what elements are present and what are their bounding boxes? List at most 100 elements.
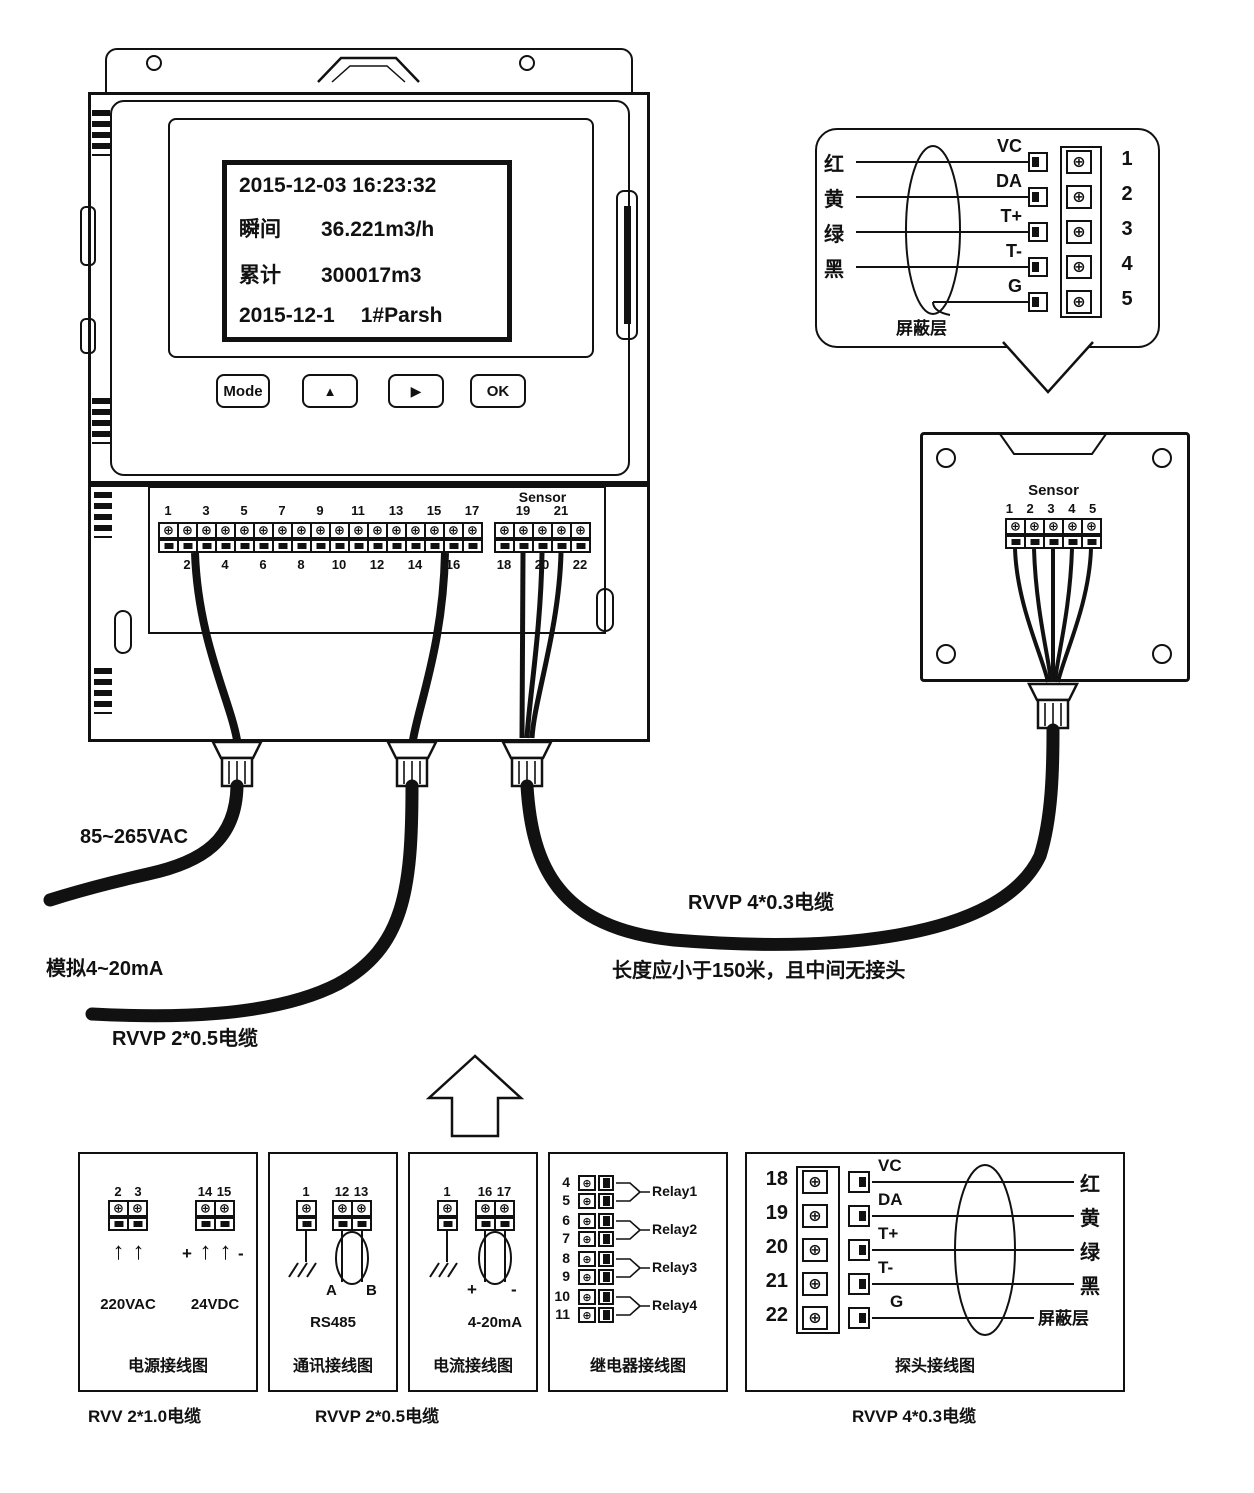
- screw-terminal-icon: [367, 522, 388, 539]
- wire-slot-icon: [272, 539, 293, 553]
- screw-terminal-icon: [291, 522, 312, 539]
- screw-terminal-icon: [329, 522, 350, 539]
- wire-color-label: 红: [1080, 1174, 1100, 1196]
- ok-button[interactable]: OK: [470, 374, 526, 408]
- slot-row: [1005, 535, 1102, 549]
- rs485-a-label: A: [326, 1282, 337, 1299]
- arrow-up-icon: ↑: [199, 1238, 212, 1265]
- screw-terminal-icon: [253, 522, 274, 539]
- screw-terminal-icon: [578, 1251, 596, 1267]
- probe-box-caption: 探头接线图: [894, 1358, 975, 1375]
- display-bezel: [168, 118, 594, 358]
- terminal-number: 21: [553, 503, 569, 518]
- wire-slot-icon: [494, 1217, 515, 1231]
- wire-slot-icon: [253, 539, 274, 553]
- screw-terminal-icon: [1043, 518, 1064, 535]
- terminal-number: 7: [278, 503, 286, 518]
- wire-slot-icon: [494, 539, 515, 553]
- screw-row: [437, 1200, 458, 1217]
- up-button[interactable]: ▲: [302, 374, 358, 408]
- screw-terminal-icon: [1066, 185, 1092, 209]
- minus-sign: -: [511, 1280, 517, 1299]
- plus-sign: +: [182, 1244, 192, 1263]
- comm-cable-type-label: RVVP 2*0.5电缆: [315, 1407, 440, 1426]
- screw-terminal-icon: [802, 1170, 828, 1194]
- wire-slot-icon: [177, 539, 198, 553]
- current-wiring-box: [408, 1152, 538, 1392]
- terminal-number: 5: [1121, 288, 1133, 310]
- terminal-number: 18: [496, 557, 512, 572]
- side-slot-bar: [624, 206, 631, 324]
- screw-terminal-icon: [1066, 290, 1092, 314]
- wire-clamp-icon: [848, 1205, 870, 1227]
- comm-wiring-box: [268, 1152, 398, 1392]
- screw-terminal-icon: [272, 522, 293, 539]
- screw-terminal-icon: [578, 1175, 596, 1191]
- terminal-number: 2: [114, 1184, 122, 1199]
- wire-slot-icon: [551, 539, 572, 553]
- terminal-number: 16: [477, 1184, 493, 1199]
- wire-slot-icon: [291, 539, 312, 553]
- analog-cable: [85, 779, 419, 1023]
- screw-terminal-icon: [214, 1200, 235, 1217]
- terminal-number: 2: [183, 557, 191, 572]
- signal-label: T+: [1000, 206, 1022, 226]
- power-wiring-box: [78, 1152, 258, 1392]
- screw-terminal-icon: [195, 1200, 216, 1217]
- wire-clamp-icon: [598, 1251, 614, 1267]
- wire-slot-icon: [1005, 535, 1026, 549]
- power-cable-label: 85~265VAC: [80, 826, 189, 848]
- side-clip: [80, 318, 96, 354]
- wire-color-label: 绿: [1080, 1242, 1100, 1264]
- terminal-number: 15: [426, 503, 442, 518]
- comm-gang-ground: [296, 1200, 317, 1231]
- wire-clamp-icon: [598, 1289, 614, 1305]
- screw-terminal-icon: [475, 1200, 496, 1217]
- screw-terminal-icon: [1066, 150, 1092, 174]
- device-lower-body: [88, 484, 650, 742]
- right-button[interactable]: ▶: [388, 374, 444, 408]
- wire-slot-icon: [1062, 535, 1083, 549]
- power-cable-type-label: RVV 2*1.0电缆: [88, 1407, 202, 1426]
- terminal-number: 6: [562, 1212, 570, 1228]
- screw-terminal-icon: [108, 1200, 129, 1217]
- datetime-text: 2015-12-03 16:23:32: [239, 174, 437, 197]
- wire-slot-icon: [1043, 535, 1064, 549]
- terminal-number: 20: [765, 1236, 788, 1258]
- screw-row: [296, 1200, 317, 1217]
- current-range-label: 4-20mA: [467, 1314, 523, 1331]
- wire-clamp-icon: [1028, 292, 1048, 312]
- wire-clamp-icon: [1028, 152, 1048, 172]
- terminal-number: 9: [562, 1268, 570, 1284]
- signal-label: T+: [878, 1224, 899, 1243]
- sensor-wiring-callout: [815, 128, 1160, 348]
- relay-label: Relay1: [652, 1183, 698, 1199]
- wire-slot-icon: [108, 1217, 129, 1231]
- wire-color-label: 黄: [1080, 1208, 1100, 1230]
- terminal-number: 11: [351, 503, 365, 518]
- screw-row: [332, 1200, 372, 1217]
- terminal-number: 11: [555, 1306, 570, 1322]
- wire-slot-icon: [462, 539, 483, 553]
- lcd-line-datetime: 2015-12-03 16:23:32: [239, 174, 495, 198]
- screw-terminal-icon: [1081, 518, 1102, 535]
- shield-label: 屏蔽层: [896, 319, 947, 338]
- screw-terminal-icon: [494, 1200, 515, 1217]
- screw-row: [494, 522, 591, 539]
- wire-clamp-icon: [598, 1231, 614, 1247]
- terminal-number: 2: [1121, 183, 1133, 205]
- mode-button[interactable]: Mode: [216, 374, 270, 408]
- terminal-number: 17: [496, 1184, 512, 1199]
- arrow-up-icon: ↑: [219, 1238, 232, 1265]
- screw-terminal-icon: [578, 1193, 596, 1209]
- slot-row: [332, 1217, 372, 1231]
- wire-slot-icon: [158, 539, 179, 553]
- up-arrow-icon: [425, 1054, 525, 1138]
- instant-label: 瞬间: [239, 218, 281, 242]
- screw-terminal-icon: [1062, 518, 1083, 535]
- wire-clamp-icon: [848, 1171, 870, 1193]
